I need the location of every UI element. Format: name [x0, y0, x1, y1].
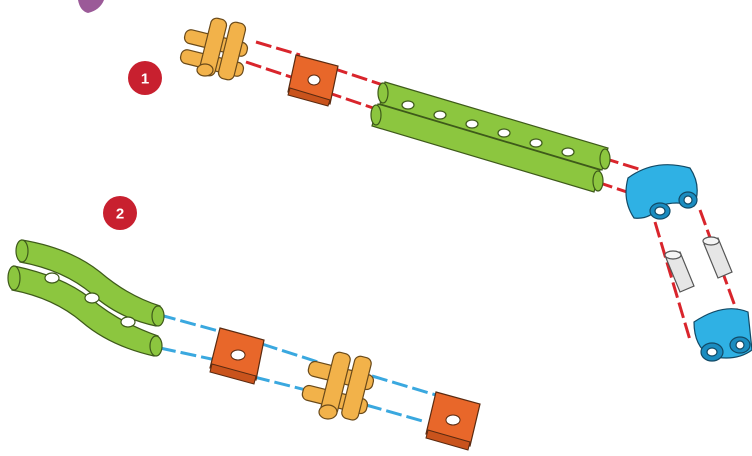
step-2-number: 2	[116, 206, 124, 223]
green-curved-rod	[7, 239, 165, 357]
step-1-number: 1	[141, 71, 149, 88]
yellow-hub-2	[301, 351, 375, 421]
step-2-badge: 2	[103, 196, 137, 230]
corner-tab	[78, 0, 104, 13]
blue-elbow-bottom	[693, 308, 752, 362]
blue-elbow-top	[625, 164, 698, 220]
orange-clip-1	[287, 54, 339, 107]
step-1-badge: 1	[128, 61, 162, 95]
gray-spacer-left	[664, 250, 695, 293]
orange-clip-2-left	[209, 327, 265, 385]
green-straight-rod	[370, 81, 611, 193]
assembly-2-connector-lines	[159, 313, 437, 424]
orange-clip-2-right	[425, 391, 481, 451]
gray-spacer-right	[702, 236, 733, 279]
yellow-hub-1	[179, 17, 249, 81]
